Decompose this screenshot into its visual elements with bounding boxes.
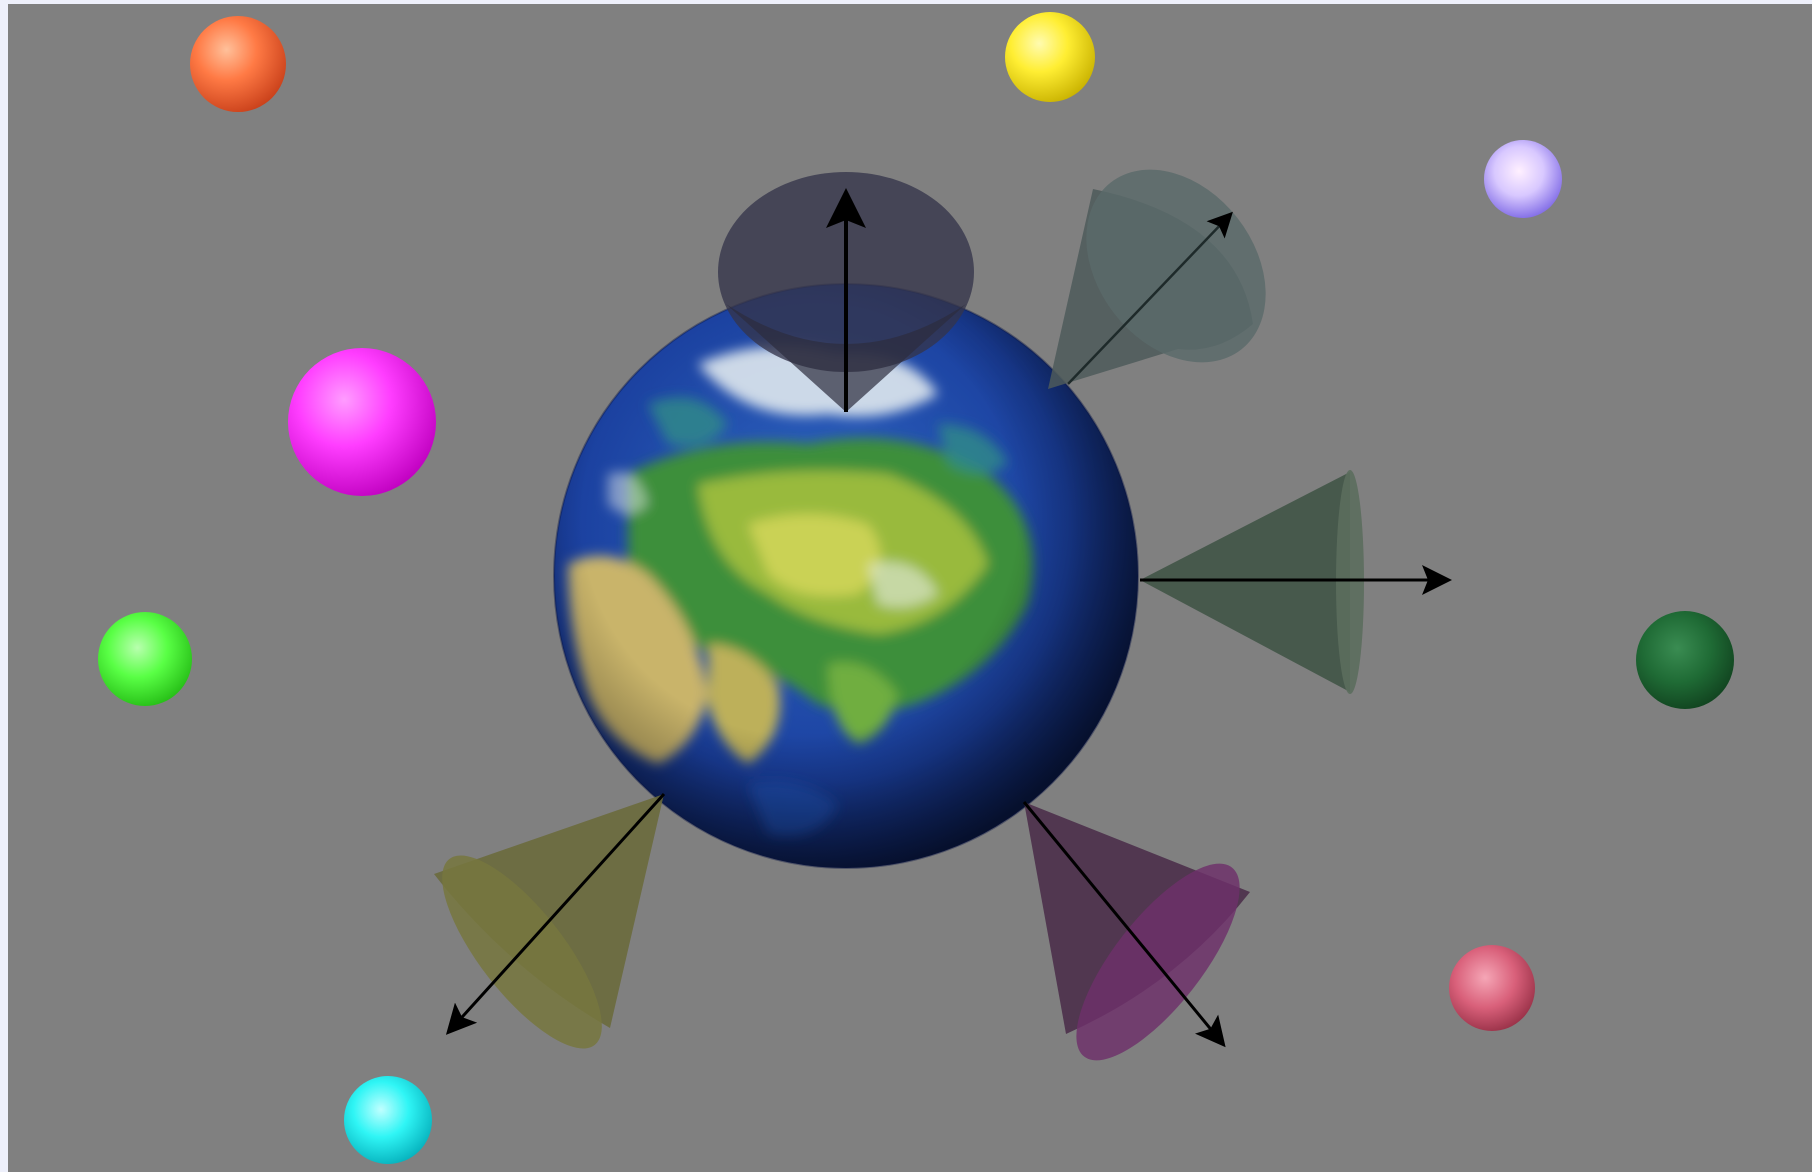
scene-canvas[interactable] xyxy=(8,4,1812,1172)
yellow-sphere[interactable] xyxy=(1005,12,1095,102)
cone-upper-right[interactable] xyxy=(1048,134,1303,397)
rose-sphere[interactable] xyxy=(1449,945,1535,1031)
dark-green-sphere[interactable] xyxy=(1636,611,1734,709)
cone-lower-right[interactable] xyxy=(1024,802,1267,1084)
cone-right[interactable] xyxy=(1140,470,1440,694)
light-green-sphere[interactable] xyxy=(98,612,192,706)
orange-sphere[interactable] xyxy=(190,16,286,112)
lavender-sphere[interactable] xyxy=(1484,140,1562,218)
cone-lower-left[interactable] xyxy=(416,794,664,1071)
cyan-sphere[interactable] xyxy=(344,1076,432,1164)
magenta-sphere[interactable] xyxy=(288,348,436,496)
3d-viewport[interactable] xyxy=(8,4,1812,1172)
